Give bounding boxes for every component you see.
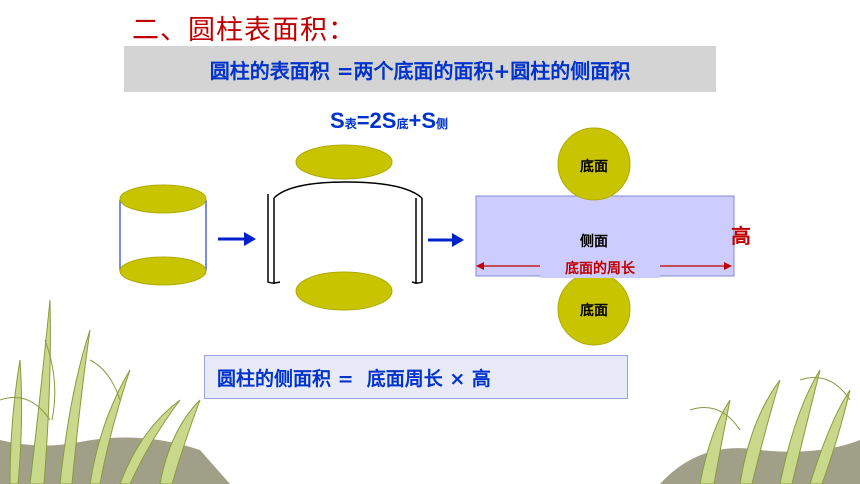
formula-plus: +S xyxy=(408,108,437,133)
formula-s: S xyxy=(330,108,345,133)
lateral-face-label: 侧面 xyxy=(580,234,608,250)
top-base-label: 底面 xyxy=(580,159,608,175)
arrow-right-icon xyxy=(428,233,464,247)
bottom-base-label: 底面 xyxy=(580,303,608,319)
height-label: 高 xyxy=(731,224,751,248)
slide-title: 二、圆柱表面积： xyxy=(132,15,356,46)
surface-area-formula: S表=2S底+S侧 xyxy=(330,108,448,134)
arrow-right-icon xyxy=(218,232,256,246)
formula-sub-base: 底 xyxy=(396,117,409,131)
lateral-area-box: 圆柱的侧面积 = 底面周长 × 高 xyxy=(204,355,628,399)
grass-decoration-right xyxy=(660,369,860,484)
formula-eq: =2S xyxy=(356,108,397,133)
lateral-area-formula: 圆柱的侧面积 = 底面周长 × 高 xyxy=(217,367,491,390)
grass-decoration-left xyxy=(0,299,230,484)
definition-text: 圆柱的表面积 =两个底面的面积+圆柱的侧面积 xyxy=(209,58,631,83)
definition-box: 圆柱的表面积 =两个底面的面积+圆柱的侧面积 xyxy=(124,46,716,92)
cylinder-illustration xyxy=(119,184,207,286)
opened-cylinder-illustration xyxy=(267,144,423,311)
formula-sub-side: 侧 xyxy=(436,117,449,131)
circumference-label: 底面的周长 xyxy=(540,258,660,278)
formula-sub-surface: 表 xyxy=(344,117,357,131)
top-base-circle xyxy=(557,127,631,201)
